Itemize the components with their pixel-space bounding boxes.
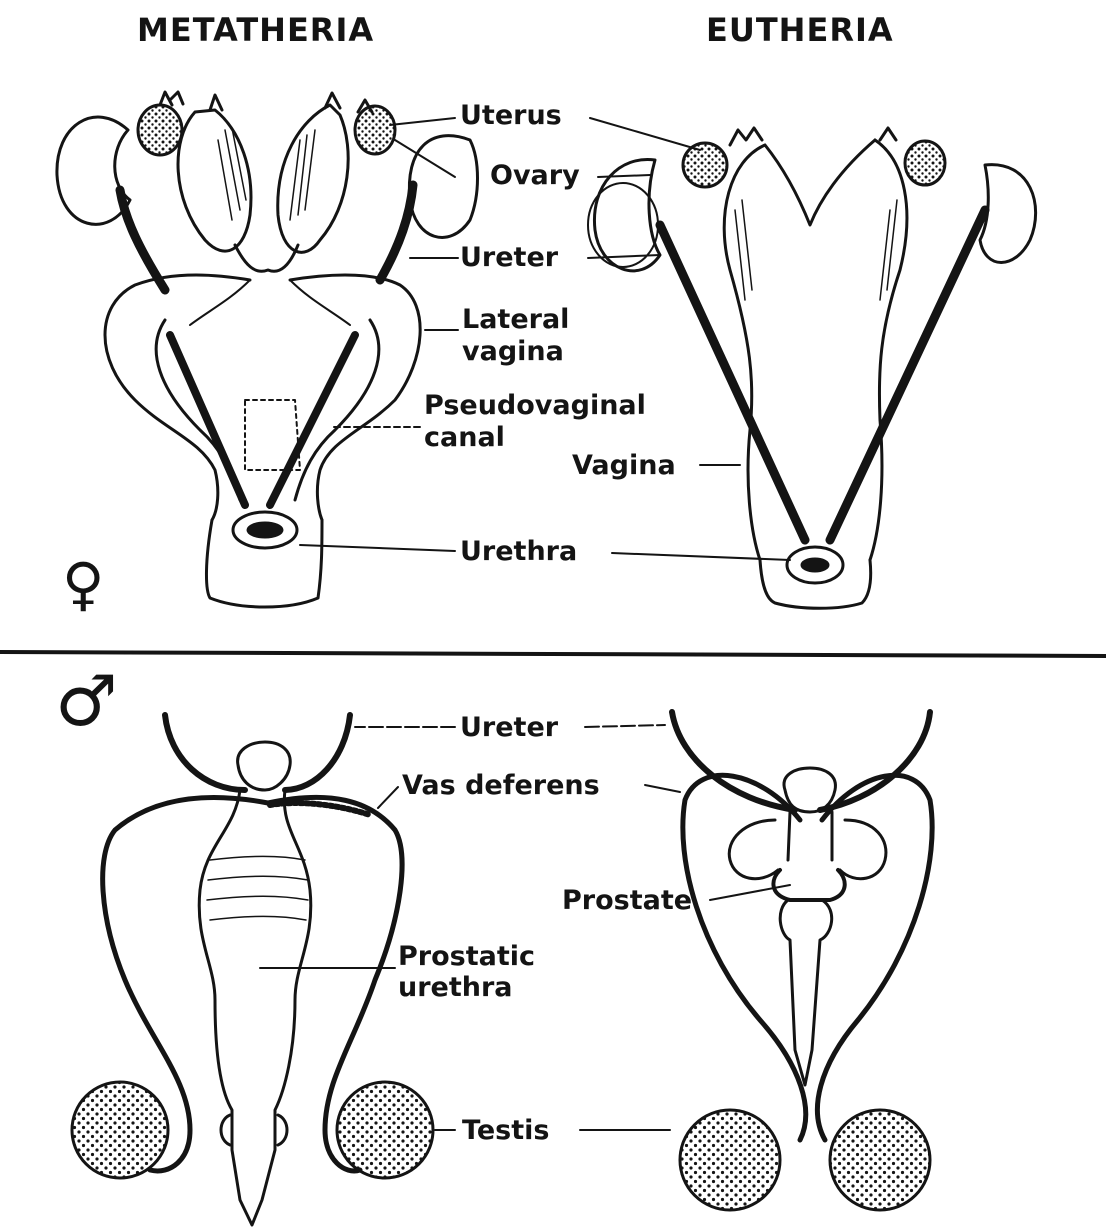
male-symbol: ♂: [55, 666, 118, 736]
prostatic-urethra-body: [199, 790, 311, 1225]
lateral-vagina-label-line1: Lateral: [462, 306, 569, 333]
urethra-label: Urethra: [460, 538, 577, 565]
right-uterus: [278, 105, 348, 252]
metatheria-header: METATHERIA: [137, 14, 374, 46]
pseudovaginal-canal-label-line1: Pseudovaginal: [424, 392, 646, 419]
ureter-label-female: Ureter: [460, 244, 558, 271]
eutheria-prostate: [773, 870, 844, 900]
eutheria-uterus: [724, 140, 907, 560]
right-kidney: [409, 136, 477, 238]
pseudovaginal-canal-label-line2: canal: [424, 424, 505, 451]
left-testis: [680, 1110, 780, 1210]
female-symbol: ♀: [62, 555, 104, 613]
vas-deferens-label: Vas deferens: [402, 772, 600, 799]
metatheria-male-tract: [72, 715, 433, 1225]
metatheria-female-tract: [57, 92, 478, 607]
eutheria-male-tract: [672, 712, 932, 1210]
right-kidney: [980, 165, 1036, 263]
prostatic-urethra-label-line1: Prostatic: [398, 943, 535, 970]
right-testis: [337, 1082, 433, 1178]
ureter-label-male: Ureter: [460, 714, 558, 741]
eutheria-female-tract: [588, 128, 1036, 608]
section-divider: [0, 652, 1106, 656]
eutheria-header: EUTHERIA: [706, 14, 894, 46]
right-ovary: [905, 141, 945, 185]
vagina-label: Vagina: [572, 452, 676, 479]
right-ovary: [355, 106, 395, 154]
left-ovary: [138, 105, 182, 155]
left-uterus: [178, 110, 251, 251]
right-testis: [830, 1110, 930, 1210]
prostate-label: Prostate: [562, 887, 692, 914]
uterus-label: Uterus: [460, 102, 562, 129]
prostatic-urethra-label-line2: urethra: [398, 974, 513, 1001]
lateral-vagina: [105, 275, 420, 520]
lateral-vagina-label-line2: vagina: [462, 338, 564, 365]
left-ovary: [683, 143, 727, 187]
left-kidney: [57, 117, 130, 224]
ovary-label: Ovary: [490, 162, 580, 189]
left-testis: [72, 1082, 168, 1178]
testis-label: Testis: [462, 1117, 549, 1144]
